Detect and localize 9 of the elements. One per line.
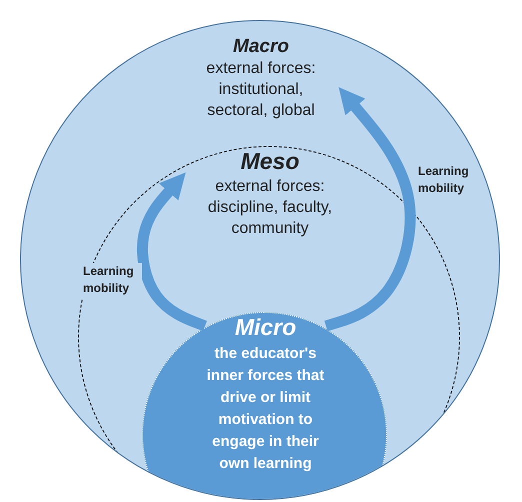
- level-description: the educator's inner forces that drive or limit motivation to engage in their own learning: [206, 344, 326, 474]
- edge-label: Learning mobility: [82, 263, 142, 298]
- curved-arrow: [137, 172, 207, 332]
- level-heading: Macro: [232, 35, 290, 59]
- level-heading: Meso: [240, 147, 300, 176]
- curved-arrow: [324, 87, 416, 332]
- level-heading: Micro: [234, 313, 298, 342]
- level-description: external forces: institutional, sectoral, global: [205, 59, 317, 121]
- level-description: external forces: discipline, faculty, community: [206, 177, 334, 239]
